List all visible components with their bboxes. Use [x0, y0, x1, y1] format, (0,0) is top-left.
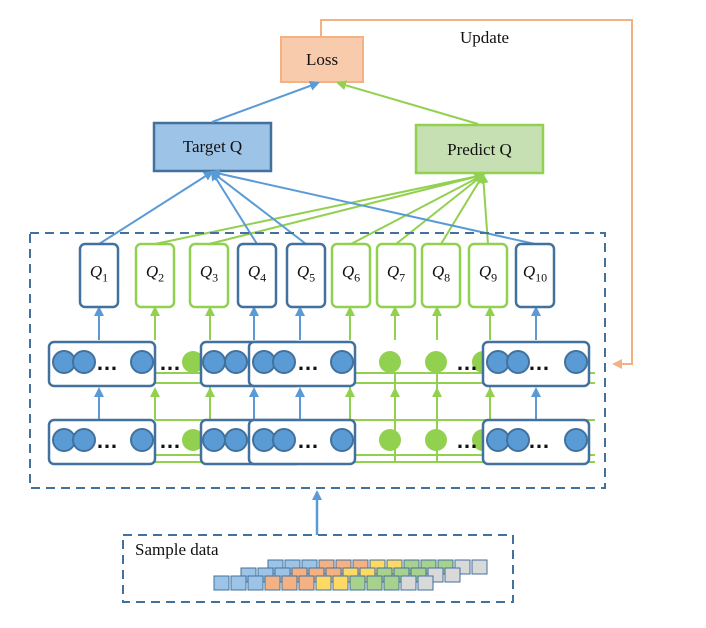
neuron-2-2-2 — [224, 428, 248, 452]
layer1-box-4 — [481, 340, 591, 388]
q10-node — [514, 242, 556, 309]
target-to-loss-arrow — [211, 81, 320, 123]
sample-tile-3-10 — [366, 575, 383, 591]
neuron-1-1-1 — [52, 350, 76, 374]
q9-node — [467, 242, 509, 309]
q8-output-arrow — [440, 173, 485, 245]
ellipsis-5: … — [456, 350, 478, 375]
sample-tile-3-5 — [281, 575, 298, 591]
neuron-1-3-2 — [272, 350, 296, 374]
q7-node — [375, 242, 417, 309]
q3-node — [188, 242, 230, 309]
neuron-2-3-2 — [272, 428, 296, 452]
q7-label: Q7 — [386, 262, 406, 285]
neuron-1-1-3 — [130, 350, 154, 374]
neuron-1-3-3 — [330, 350, 354, 374]
neuron-1-3-1 — [252, 350, 276, 374]
ellipsis-8: … — [297, 428, 319, 453]
sample-data-frame — [122, 534, 514, 603]
q6-node — [330, 242, 372, 309]
predict-to-loss-arrow — [336, 80, 479, 125]
sample-tile-3-11 — [383, 575, 400, 591]
neuron-2-2-1 — [202, 428, 226, 452]
q4-output-arrow — [210, 170, 258, 245]
neuron-2-1-1 — [52, 428, 76, 452]
sample-tile-3-12 — [400, 575, 417, 591]
q10-label: Q10 — [522, 262, 548, 285]
neuron-2-4-1 — [486, 428, 510, 452]
q8-node — [420, 242, 462, 309]
neuron-2-1-2 — [72, 428, 96, 452]
neuron-1-4-1 — [486, 350, 510, 374]
ellipsis-9: … — [528, 428, 550, 453]
loss-box — [280, 36, 364, 83]
q6-label: Q6 — [341, 262, 361, 285]
neuron-2-3-1 — [252, 428, 276, 452]
neuron-1-4-3 — [564, 350, 588, 374]
sample-tile-3-2 — [230, 575, 247, 591]
neuron-1-2-1 — [202, 350, 226, 374]
neuron-2-3-3 — [330, 428, 354, 452]
network-frame — [29, 232, 606, 489]
q2-output-arrow — [154, 171, 485, 245]
q-to-output-arrows — [98, 168, 536, 245]
target-q-label: Target Q — [182, 137, 243, 156]
sample-data-tiles — [213, 559, 488, 591]
loss-label: Loss — [305, 50, 339, 69]
q5-node — [285, 242, 327, 309]
sample-tile-3-9 — [349, 575, 366, 591]
q-nodes — [78, 242, 556, 309]
neuron-1-4-2 — [506, 350, 530, 374]
layer2-box-1 — [47, 418, 157, 466]
sample-tile-3-7 — [315, 575, 332, 591]
sample-tile-3-6 — [298, 575, 315, 591]
sample-tile-3-1 — [213, 575, 230, 591]
predict-q-label: Predict Q — [447, 140, 512, 159]
layer2-box-3 — [247, 418, 357, 466]
sample-tile-3-4 — [264, 575, 281, 591]
update-label: Update — [460, 28, 510, 47]
q4-label: Q4 — [247, 262, 267, 285]
ellipsis-1: … — [96, 350, 118, 375]
neuron-2-1-3 — [130, 428, 154, 452]
q2-node — [134, 242, 176, 309]
q1-output-arrow — [98, 170, 214, 245]
sample-tile-3-3 — [247, 575, 264, 591]
ellipsis-7: … — [159, 428, 181, 453]
sample-data-label: Sample data — [135, 540, 219, 559]
q1-node — [78, 242, 120, 309]
q4-node — [236, 242, 278, 309]
hidden-layers — [47, 340, 591, 466]
update-loop — [320, 19, 633, 369]
ellipsis-3: … — [297, 350, 319, 375]
layer1-box-1 — [47, 340, 157, 388]
q8-label: Q8 — [431, 262, 451, 285]
layer-arrows-blue — [94, 387, 541, 420]
neuron-2-4-3 — [564, 428, 588, 452]
q2-label: Q2 — [145, 262, 165, 285]
layer-arrows-green — [150, 387, 495, 420]
ellipsis-6: … — [96, 428, 118, 453]
ellipsis-2: … — [159, 350, 181, 375]
neuron-2-4-2 — [506, 428, 530, 452]
q1-label: Q1 — [89, 262, 109, 285]
q5-label: Q5 — [296, 262, 316, 285]
sample-tile-3-8 — [332, 575, 349, 591]
ellipsis-10: … — [456, 428, 478, 453]
sample-tile-1-13 — [471, 559, 488, 575]
layer-to-q-arrows — [94, 306, 541, 340]
sample-tile-2-13 — [444, 567, 461, 583]
q3-label: Q3 — [199, 262, 219, 285]
q6-output-arrow — [350, 174, 485, 245]
q9-label: Q9 — [478, 262, 498, 285]
ellipsis-4: … — [528, 350, 550, 375]
neuron-1-1-2 — [72, 350, 96, 374]
neuron-1-2-2 — [224, 350, 248, 374]
layer2-box-4 — [481, 418, 591, 466]
q3-output-arrow — [208, 172, 485, 245]
layer1-box-3 — [247, 340, 357, 388]
sample-tile-3-13 — [417, 575, 434, 591]
